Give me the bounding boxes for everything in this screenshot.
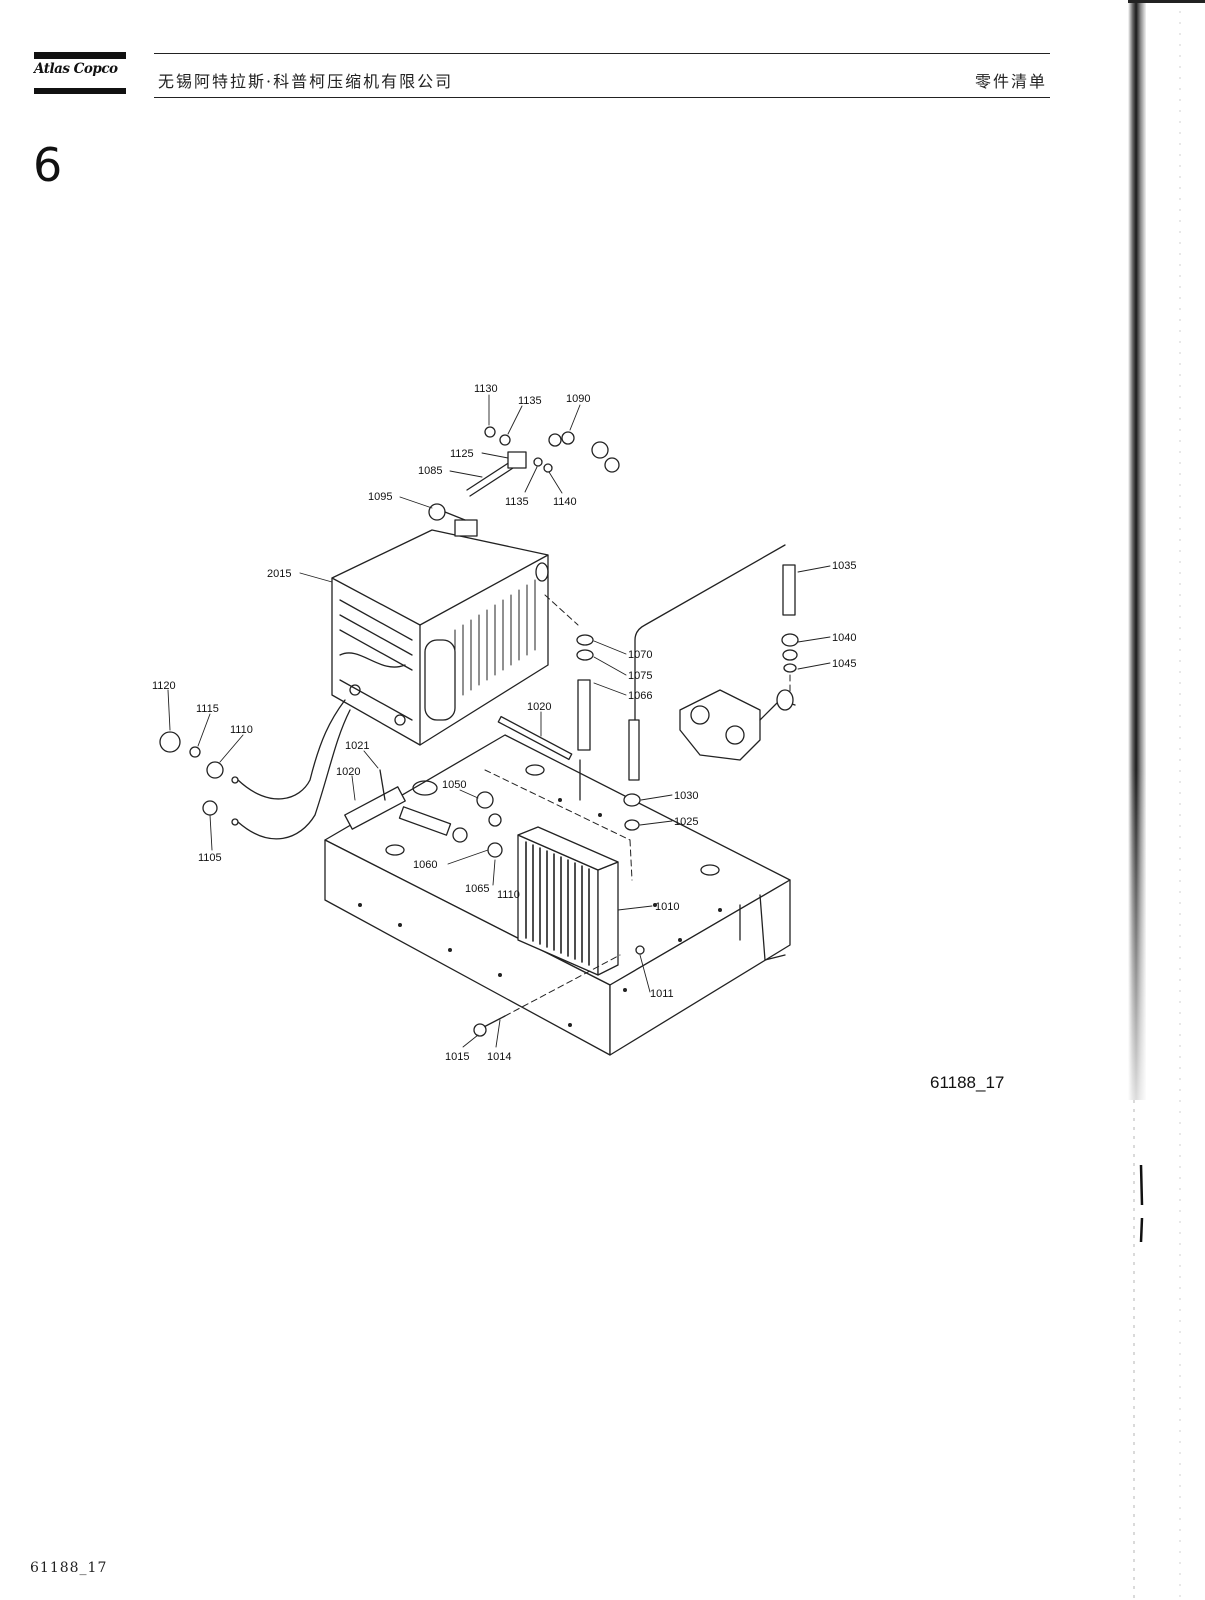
callout-1075: 1075 <box>628 670 652 682</box>
callout-1070: 1070 <box>628 649 652 661</box>
callout-1110-center: 1110 <box>497 889 520 901</box>
header-rule-top <box>154 53 1050 54</box>
figure-reference: 61188_17 <box>930 1073 1005 1092</box>
callout-1140: 1140 <box>553 496 577 508</box>
callout-1085: 1085 <box>418 465 442 477</box>
callout-1021: 1021 <box>345 740 369 752</box>
callout-1105: 1105 <box>198 852 222 864</box>
callout-1010: 1010 <box>655 901 679 913</box>
callout-1090: 1090 <box>566 393 590 405</box>
callout-1130: 1130 <box>474 383 498 395</box>
callout-1030: 1030 <box>674 790 698 802</box>
callout-1065: 1065 <box>465 883 489 895</box>
callout-1020-left: 1020 <box>336 766 360 778</box>
fitting-1035 <box>782 564 796 616</box>
header-rule-bottom <box>154 97 1050 98</box>
callout-1095: 1095 <box>368 491 392 503</box>
drain-parts <box>159 699 351 840</box>
fittings-stack <box>576 633 799 831</box>
valve-block <box>679 689 796 761</box>
callout-2015: 2015 <box>267 568 291 580</box>
callout-1135-bottom: 1135 <box>505 496 529 508</box>
callout-1050: 1050 <box>442 779 466 791</box>
callout-1015: 1015 <box>445 1051 469 1063</box>
callout-1135-top: 1135 <box>518 395 542 407</box>
footer-code: 61188_17 <box>30 1560 108 1576</box>
fitting-1066 <box>577 679 591 751</box>
callout-1014: 1014 <box>487 1051 511 1063</box>
callout-1115: 1115 <box>196 703 219 715</box>
condenser-1010 <box>517 826 619 976</box>
company-name: 无锡阿特拉斯·科普柯压缩机有限公司 <box>158 72 454 91</box>
callout-1060: 1060 <box>413 859 437 871</box>
bracket-1020-right <box>497 715 573 761</box>
logo-bar-top <box>34 52 126 59</box>
logo-bar-bottom <box>34 88 126 94</box>
fitting-1030-pipe <box>628 719 640 781</box>
section-number: 6 <box>33 138 63 192</box>
scan-edge <box>1128 0 1205 1600</box>
top-fittings <box>428 426 620 521</box>
callout-1120: 1120 <box>152 680 176 692</box>
document-type: 零件清单 <box>974 72 1047 91</box>
brand-logo: Atlas Copco <box>34 61 118 77</box>
callout-1066: 1066 <box>628 690 652 702</box>
callout-1035: 1035 <box>832 560 856 572</box>
callout-1020-right: 1020 <box>527 701 551 713</box>
center-hardware <box>379 769 645 1037</box>
callout-1110: 1110 <box>230 724 253 736</box>
callout-1045: 1045 <box>832 658 856 670</box>
callout-1025: 1025 <box>674 816 698 828</box>
bracket-1020-left <box>344 786 406 830</box>
callout-1040: 1040 <box>832 632 856 644</box>
dryer-unit <box>331 519 549 746</box>
callout-1011: 1011 <box>650 988 674 1000</box>
callout-1125: 1125 <box>450 448 474 460</box>
